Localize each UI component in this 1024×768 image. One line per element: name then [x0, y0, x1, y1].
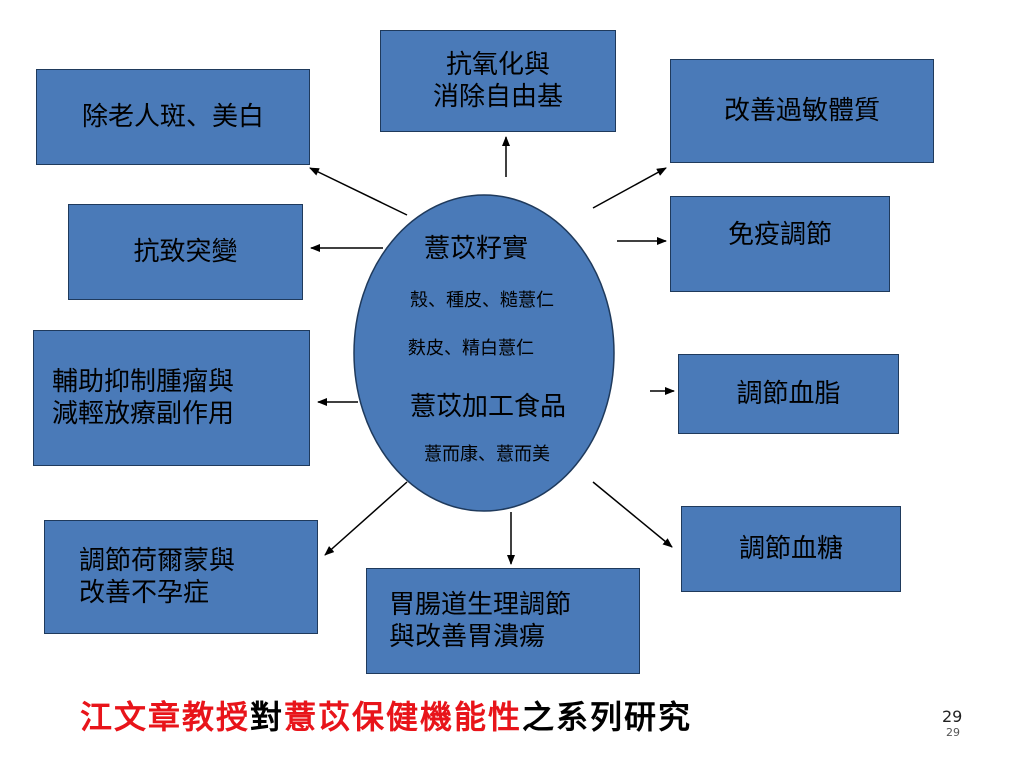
footer-connector: 對 — [250, 698, 285, 736]
box-antioxidant-line2: 消除自由基 — [432, 82, 563, 112]
box-gastro-line1: 胃腸道生理調節 — [389, 590, 572, 620]
box-antioxidant-line1: 抗氧化與 — [445, 50, 550, 80]
box-hormone-line1: 調節荷爾蒙與 — [79, 546, 236, 576]
arrow-to-sugar — [592, 481, 673, 548]
page-number: 29 — [942, 707, 963, 726]
arrow-to-spots — [309, 167, 408, 216]
page-number-small: 29 — [946, 726, 960, 739]
box-mutation: 抗致突變 — [68, 204, 303, 300]
box-allergy-label: 改善過敏體質 — [723, 96, 880, 126]
footer-author: 江文章教授 — [80, 698, 251, 736]
box-sugar: 調節血糖 — [681, 506, 901, 592]
center-title-seeds: 薏苡籽實 — [424, 234, 529, 264]
box-sugar-label: 調節血糖 — [738, 534, 843, 564]
box-allergy: 改善過敏體質 — [670, 59, 934, 163]
box-mutation-label: 抗致突變 — [133, 237, 238, 267]
box-gastro-line2: 與改善胃潰瘍 — [389, 622, 546, 652]
box-antioxidant: 抗氧化與 消除自由基 — [380, 30, 616, 132]
box-spots-label: 除老人斑、美白 — [81, 102, 264, 132]
center-title-foods: 薏苡加工食品 — [410, 392, 567, 422]
arrow-to-hormone — [324, 481, 408, 556]
footer-subject: 薏苡保健機能性 — [284, 698, 523, 736]
box-gastro: 胃腸道生理調節 與改善胃潰瘍 — [366, 568, 640, 674]
box-immune-label: 免疫調節 — [727, 220, 832, 250]
box-tumor: 輔助抑制腫瘤與 減輕放療副作用 — [33, 330, 310, 466]
box-tumor-line1: 輔助抑制腫瘤與 — [52, 367, 235, 397]
center-sub-products: 薏而康、薏而美 — [424, 444, 550, 465]
box-lipid-label: 調節血脂 — [736, 379, 841, 409]
center-ellipse — [353, 194, 615, 512]
arrow-to-allergy — [592, 167, 667, 209]
box-hormone-line2: 改善不孕症 — [79, 578, 210, 608]
box-immune: 免疫調節 — [670, 196, 890, 292]
slide-footer-title: 江文章教授對薏苡保健機能性之系列研究 — [80, 692, 692, 738]
footer-series: 之系列研究 — [522, 698, 693, 736]
center-sub-seed-parts: 殼、種皮、糙薏仁 — [410, 290, 554, 311]
box-hormone: 調節荷爾蒙與 改善不孕症 — [44, 520, 318, 634]
box-spots: 除老人斑、美白 — [36, 69, 310, 165]
box-lipid: 調節血脂 — [678, 354, 899, 434]
center-sub-bran: 麩皮、精白薏仁 — [408, 338, 534, 359]
box-tumor-line2: 減輕放療副作用 — [52, 399, 235, 429]
